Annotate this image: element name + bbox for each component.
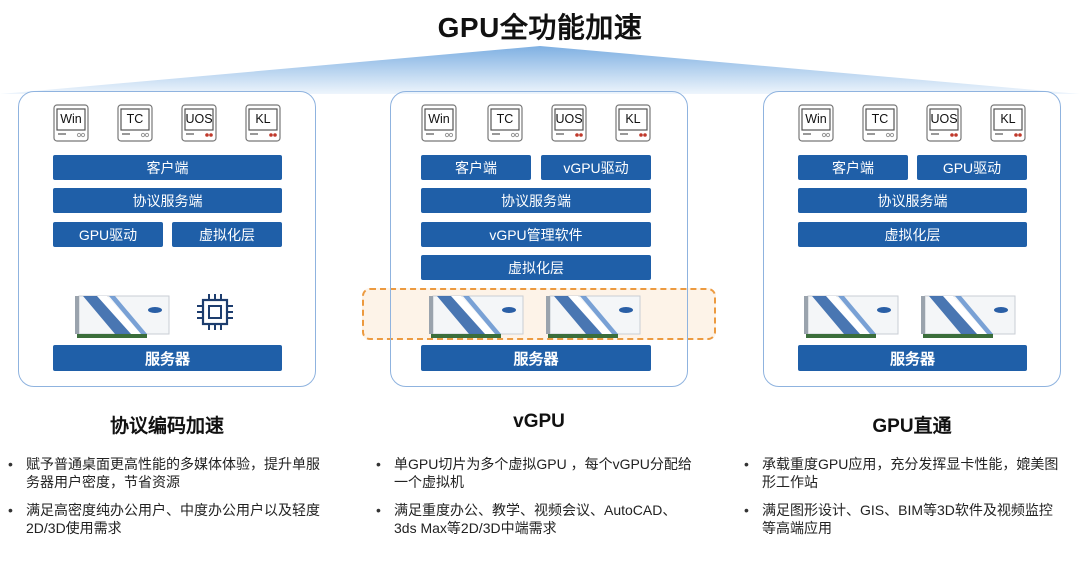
- os-label: Win: [805, 112, 827, 126]
- section-title-protocol-encoding: 协议编码加速: [109, 416, 224, 437]
- os-label: Win: [428, 112, 450, 126]
- terminal-icon: Win: [53, 104, 89, 142]
- gpu-card-icon: [921, 294, 1017, 340]
- os-label: KL: [1000, 112, 1016, 126]
- terminal-icon: KL: [615, 104, 651, 142]
- os-label: UOS: [930, 112, 958, 126]
- os-label: TC: [496, 112, 514, 126]
- panel-vgpu: Win TC UOS KL 客户端 vGPU驱动 协议服务端 vGPU管理软件 …: [390, 91, 688, 387]
- terminal-icon: Win: [421, 104, 457, 142]
- os-label: TC: [126, 112, 144, 126]
- terminal-icon: KL: [245, 104, 281, 142]
- vgpu-management-bar: vGPU管理软件: [421, 222, 651, 247]
- server-bar: 服务器: [53, 345, 282, 371]
- terminal-icon: TC: [117, 104, 153, 142]
- bullet-item: 单GPU切片为多个虚拟GPU ，每个vGPU分配给一个虚拟机: [376, 455, 694, 491]
- panel-protocol-encoding: Win TC UOS KL 客户端 协议服务端 GPU驱动 虚拟化层 服务器: [18, 91, 316, 387]
- client-bar: 客户端: [798, 155, 908, 180]
- os-label: Win: [60, 112, 82, 126]
- gpu-card-icon: [804, 294, 900, 340]
- cpu-chip-icon: [195, 292, 235, 332]
- terminal-icon: KL: [990, 104, 1026, 142]
- virtualization-layer-bar: 虚拟化层: [421, 255, 651, 280]
- virtualization-layer-bar: 虚拟化层: [798, 222, 1027, 247]
- terminal-icon: TC: [487, 104, 523, 142]
- bullet-item: 满足高密度纯办公用户、中度办公用户以及轻度2D/3D使用需求: [8, 501, 326, 537]
- protocol-server-bar: 协议服务端: [53, 188, 282, 213]
- client-bar: 客户端: [53, 155, 282, 180]
- os-label: UOS: [555, 112, 583, 126]
- os-label: KL: [625, 112, 641, 126]
- bullet-list: 承载重度GPU应用，充分发挥显卡性能，媲美图形工作站 满足图形设计、GIS、BI…: [744, 455, 1062, 547]
- terminal-icon: TC: [862, 104, 898, 142]
- bullet-item: 赋予普通桌面更高性能的多媒体体验，提升单服务器用户密度，节省资源: [8, 455, 326, 491]
- terminal-icon: UOS: [926, 104, 962, 142]
- terminal-icon: UOS: [551, 104, 587, 142]
- bullet-item: 满足图形设计、GIS、BIM等3D软件及视频监控等高端应用: [744, 501, 1062, 537]
- server-bar: 服务器: [798, 345, 1027, 371]
- server-bar: 服务器: [421, 345, 651, 371]
- os-label: KL: [255, 112, 271, 126]
- title-banner: [0, 46, 1080, 94]
- os-label: TC: [871, 112, 889, 126]
- section-title-vgpu: vGPU: [513, 411, 565, 432]
- protocol-server-bar: 协议服务端: [798, 188, 1027, 213]
- section-title-gpu-passthrough: GPU直通: [872, 416, 952, 437]
- protocol-server-bar: 协议服务端: [421, 188, 651, 213]
- terminal-icon: UOS: [181, 104, 217, 142]
- virtualization-layer-bar: 虚拟化层: [172, 222, 282, 247]
- vgpu-highlight-region: [362, 288, 716, 340]
- gpu-driver-bar: GPU驱动: [53, 222, 163, 247]
- bullet-list: 单GPU切片为多个虚拟GPU ，每个vGPU分配给一个虚拟机 满足重度办公、教学…: [376, 455, 694, 547]
- terminal-icon: Win: [798, 104, 834, 142]
- bullet-item: 满足重度办公、教学、视频会议、AutoCAD、3ds Max等2D/3D中端需求: [376, 501, 694, 537]
- gpu-card-icon: [429, 294, 525, 340]
- client-bar: 客户端: [421, 155, 531, 180]
- bullet-item: 承载重度GPU应用，充分发挥显卡性能，媲美图形工作站: [744, 455, 1062, 491]
- gpu-card-icon: [75, 294, 171, 340]
- panel-gpu-passthrough: Win TC UOS KL 客户端 GPU驱动 协议服务端 虚拟化层 服务器: [763, 91, 1061, 387]
- page-title: GPU全功能加速: [437, 12, 643, 43]
- bullet-list: 赋予普通桌面更高性能的多媒体体验，提升单服务器用户密度，节省资源 满足高密度纯办…: [8, 455, 326, 547]
- vgpu-driver-bar: vGPU驱动: [541, 155, 651, 180]
- gpu-driver-bar: GPU驱动: [917, 155, 1027, 180]
- os-label: UOS: [185, 112, 213, 126]
- gpu-card-icon: [546, 294, 642, 340]
